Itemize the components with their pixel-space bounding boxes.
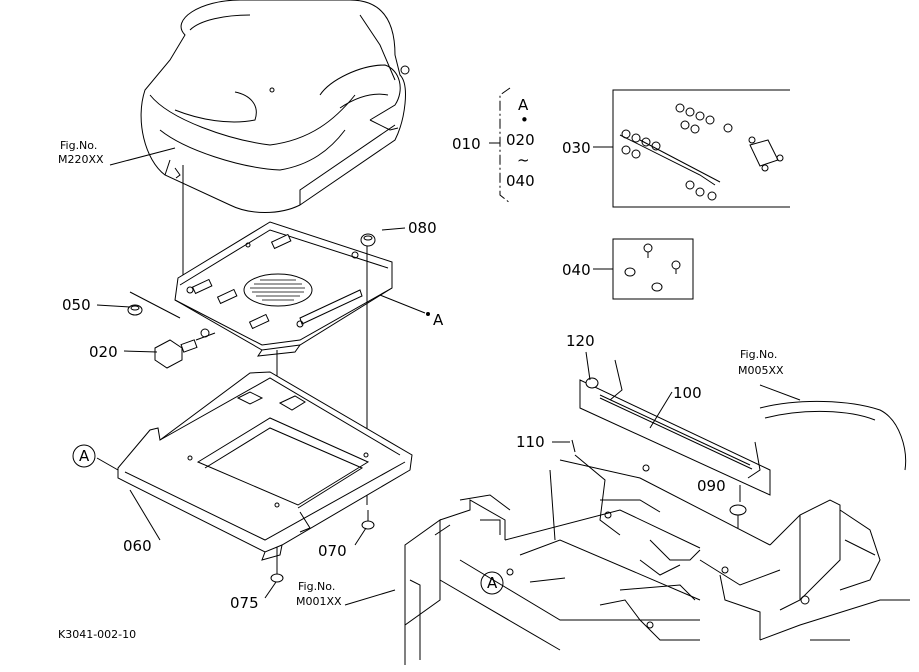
callout-060: 060: [123, 537, 152, 555]
nut-050: [127, 304, 143, 316]
callout-020: 020: [89, 343, 118, 361]
callout-050: 050: [62, 296, 91, 314]
group-label-a: A: [518, 96, 529, 114]
rod-100: [571, 359, 771, 496]
seat-slide-plate: [174, 221, 393, 357]
leader-lines: [96, 142, 801, 606]
group-label-dot: •: [520, 111, 529, 129]
fig-ref-seat-code: M220XX: [58, 153, 104, 166]
bolt-070: [361, 510, 375, 530]
callout-010: 010: [452, 135, 481, 153]
fig-ref-fender-code: M005XX: [738, 364, 784, 377]
callout-100: 100: [673, 384, 702, 402]
box-040: [612, 238, 694, 300]
callout-030: 030: [562, 139, 591, 157]
callout-040: 040: [562, 261, 591, 279]
callout-120: 120: [566, 332, 595, 350]
callout-080: 080: [408, 219, 437, 237]
seat-pan: [117, 371, 413, 561]
circle-ref-left: A: [72, 444, 96, 468]
nut-080: [360, 233, 376, 247]
fig-ref-seat-label: Fig.No.: [60, 139, 97, 152]
frame: [404, 454, 910, 665]
callout-070: 070: [318, 542, 347, 560]
callout-075: 075: [230, 594, 259, 612]
knob-020: [154, 328, 216, 369]
group-label-020: 020: [506, 131, 535, 149]
ref-point-a: A: [433, 311, 444, 329]
svg-text:A: A: [487, 574, 498, 592]
fender: [759, 400, 907, 471]
fig-ref-fender-label: Fig.No.: [740, 348, 777, 361]
fig-ref-frame-code: M001XX: [296, 595, 342, 608]
circle-ref-bottom: A: [480, 571, 504, 595]
bolt-075: [270, 563, 284, 583]
drawing-id: K3041-002-10: [58, 628, 136, 641]
box-030: [612, 89, 790, 208]
group-label-040: 040: [506, 172, 535, 190]
fig-ref-frame-label: Fig.No.: [298, 580, 335, 593]
svg-text:A: A: [79, 447, 90, 465]
screw-090: [729, 504, 747, 528]
seat-cushion: [140, 0, 410, 213]
callout-090: 090: [697, 477, 726, 495]
group-label-tilde: ~: [517, 151, 530, 169]
group-010-bracket: [499, 87, 511, 204]
callout-110: 110: [516, 433, 545, 451]
